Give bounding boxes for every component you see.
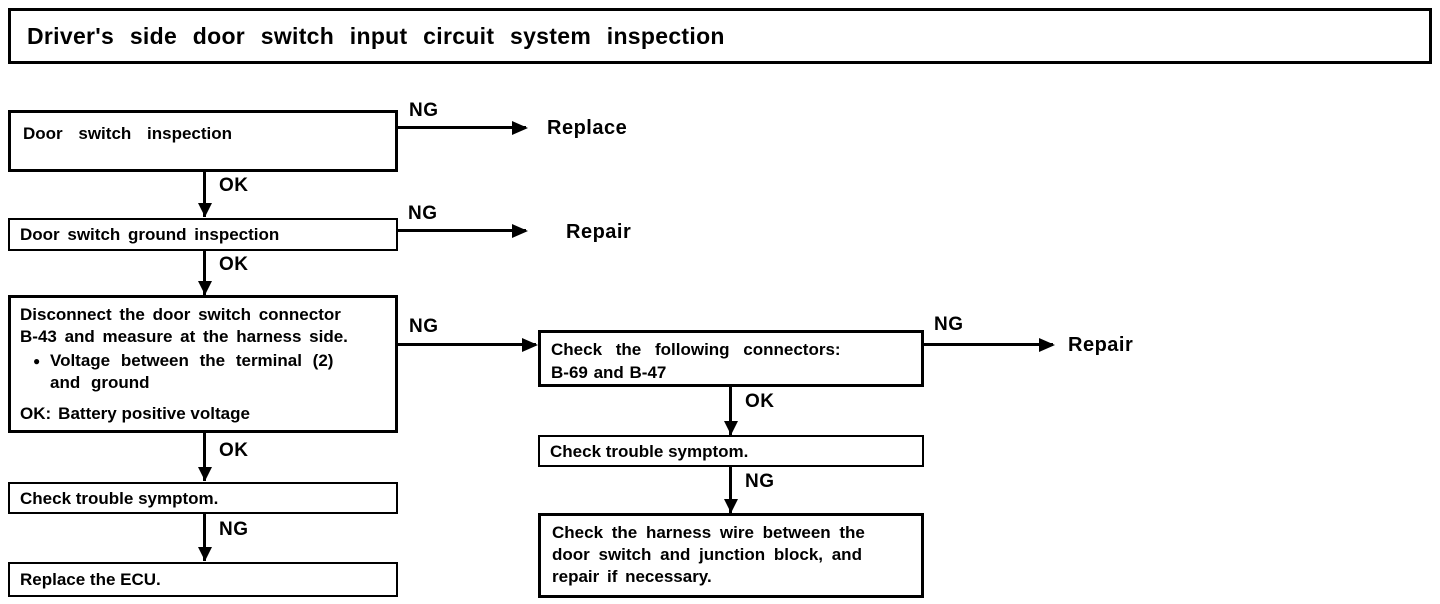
ok-arrow-down-icon <box>203 433 206 481</box>
ok-arrow-down-icon <box>203 172 206 217</box>
bullet-icon: ● <box>33 354 41 368</box>
bullet-item: ● Voltage between the terminal (2) and g… <box>20 350 386 394</box>
title-box: Driver's side door switch input circuit … <box>8 8 1432 64</box>
ok-label: OK <box>219 175 249 196</box>
flow-box-disconnect-connector: Disconnect the door switch connector B-4… <box>8 295 398 433</box>
flow-box-text-line: Check the harness wire between the <box>552 523 865 542</box>
ng-label: NG <box>409 100 439 121</box>
flow-box-text: Door switch ground inspection <box>20 225 280 244</box>
flow-box-text: Replace the ECU. <box>20 570 161 589</box>
terminal-repair: Repair <box>566 221 632 243</box>
flow-box-text-line: B-43 and measure at the harness side. <box>20 327 348 346</box>
ng-arrow-down-icon <box>729 467 732 513</box>
ng-label: NG <box>934 314 964 335</box>
ok-condition-value: Battery positive voltage <box>58 404 250 423</box>
ng-arrow-right-icon <box>923 343 1053 346</box>
flow-box-check-trouble-symptom-middle: Check trouble symptom. <box>538 435 924 467</box>
flow-box-text-line: repair if necessary. <box>552 567 712 586</box>
flow-box-text-line: Disconnect the door switch connector <box>20 305 341 324</box>
flow-box-text-line: Check the following connectors: <box>551 340 841 359</box>
flow-box-door-switch-ground-inspection: Door switch ground inspection <box>8 218 398 251</box>
ng-label: NG <box>745 471 775 492</box>
ok-label: OK <box>219 254 249 275</box>
ok-label: OK <box>745 391 775 412</box>
ng-label: NG <box>219 519 249 540</box>
ok-condition-label: OK: <box>20 404 52 423</box>
flow-box-check-harness-wire: Check the harness wire between the door … <box>538 513 924 598</box>
ng-arrow-down-icon <box>203 514 206 561</box>
flow-box-text-line: B-69 and B-47 <box>551 363 667 382</box>
bullet-text: Voltage between the terminal (2) and gro… <box>50 350 333 394</box>
flow-box-check-connectors: Check the following connectors: B-69 and… <box>538 330 924 387</box>
ng-label: NG <box>408 203 438 224</box>
page-title: Driver's side door switch input circuit … <box>27 22 725 49</box>
terminal-replace: Replace <box>547 117 628 139</box>
bullet-text-line: Voltage between the terminal (2) <box>50 351 334 370</box>
ng-label: NG <box>409 316 439 337</box>
ok-arrow-down-icon <box>729 387 732 435</box>
flow-box-replace-ecu: Replace the ECU. <box>8 562 398 597</box>
ng-arrow-right-icon <box>398 126 526 129</box>
flow-box-check-trouble-symptom-left: Check trouble symptom. <box>8 482 398 514</box>
flow-box-text-line: door switch and junction block, and <box>552 545 862 564</box>
bullet-text-line: and ground <box>50 373 150 392</box>
ng-arrow-right-icon <box>398 343 536 346</box>
flow-box-door-switch-inspection: Door switch inspection <box>8 110 398 172</box>
flow-box-text: Check trouble symptom. <box>550 442 749 461</box>
terminal-repair: Repair <box>1068 334 1134 356</box>
ok-condition-row: OK: Battery positive voltage <box>20 403 386 425</box>
ok-arrow-down-icon <box>203 251 206 295</box>
flow-box-text: Door switch inspection <box>23 124 233 143</box>
flow-box-text: Check trouble symptom. <box>20 489 219 508</box>
ok-label: OK <box>219 440 249 461</box>
ng-arrow-right-icon <box>398 229 526 232</box>
